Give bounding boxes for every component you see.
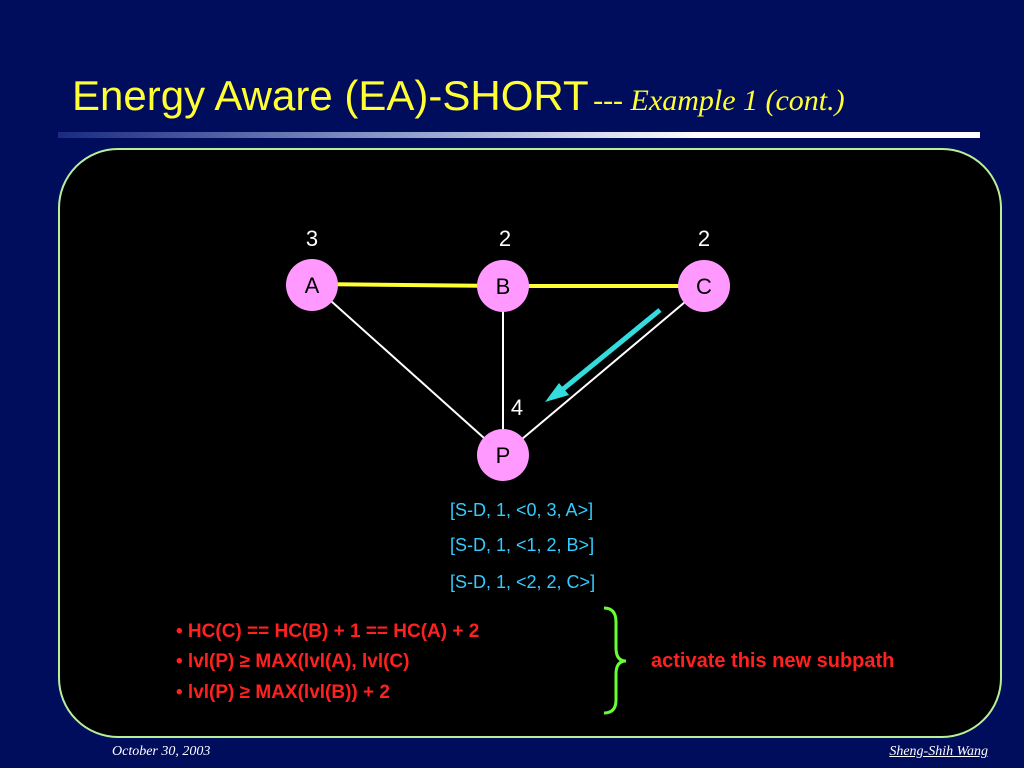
node-b[interactable]: [477, 260, 529, 312]
slide-title: Energy Aware (EA)-SHORT --- Example 1 (c…: [72, 72, 845, 120]
edge-a-b: [311, 282, 504, 288]
node-p-weight: 4: [511, 395, 523, 420]
node-a[interactable]: [286, 259, 338, 311]
footer-date: October 30, 2003: [112, 744, 211, 759]
node-a-weight: 3: [306, 226, 318, 251]
conclusion-text: activate this new subpath: [651, 650, 895, 672]
node-b-label: B: [496, 274, 511, 299]
packet-entry: [S-D, 1, <2, 2, C>]: [450, 572, 596, 592]
node-b-weight: 2: [499, 226, 511, 251]
packet-entry: [S-D, 1, <0, 3, A>]: [450, 500, 594, 520]
footer-author: Sheng-Shih Wang: [889, 744, 988, 759]
brace-icon: [603, 606, 627, 715]
condition-item: • lvl(P) ≥ MAX(lvl(B)) + 2: [176, 682, 390, 703]
node-p-label: P: [496, 443, 511, 468]
condition-item: • lvl(P) ≥ MAX(lvl(A), lvl(C): [176, 651, 410, 672]
node-c[interactable]: [678, 260, 730, 312]
propagation-arrow-shaft: [560, 308, 662, 392]
title-divider: [58, 132, 980, 138]
diagram-panel: [58, 148, 1002, 738]
condition-item: • HC(C) == HC(B) + 1 == HC(A) + 2: [176, 621, 480, 642]
title-main: Energy Aware (EA)-SHORT: [72, 72, 589, 119]
node-p[interactable]: [477, 429, 529, 481]
node-c-label: C: [696, 274, 712, 299]
node-a-label: A: [305, 273, 320, 298]
edge-c-p: [502, 285, 705, 456]
edge-a-p: [311, 283, 504, 456]
title-subtitle: --- Example 1 (cont.): [593, 84, 845, 117]
packet-entry: [S-D, 1, <1, 2, B>]: [450, 535, 595, 555]
node-c-weight: 2: [698, 226, 710, 251]
propagation-arrow-head: [545, 383, 569, 402]
